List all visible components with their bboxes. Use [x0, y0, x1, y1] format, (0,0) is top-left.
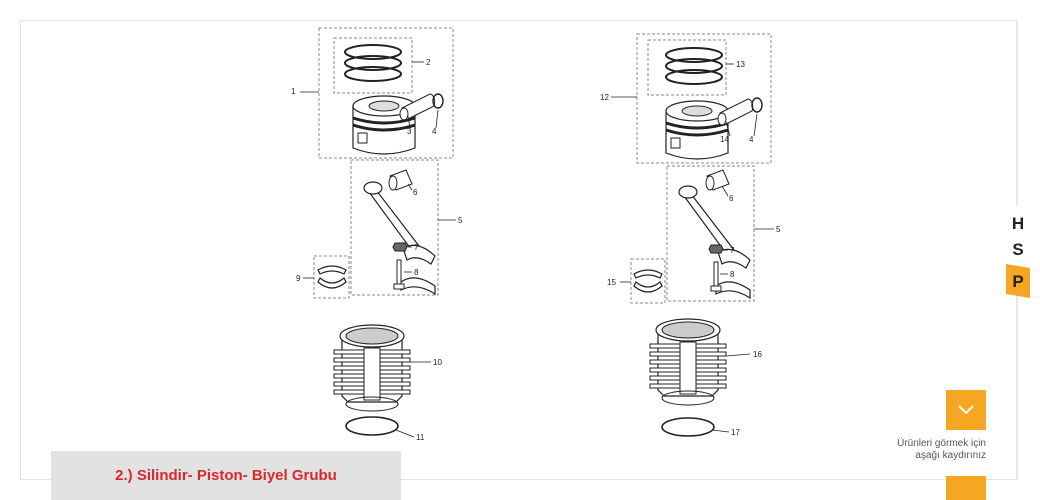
callout-5: 5	[458, 216, 463, 225]
callout-1: 1	[291, 87, 296, 96]
callout-8-right: 8	[730, 270, 735, 279]
callout-5-right: 5	[776, 225, 781, 234]
hsp-letter-p: P	[1012, 272, 1023, 291]
chevron-down-icon	[958, 405, 974, 415]
callout-9: 9	[296, 274, 301, 283]
hsp-letter-s: S	[1012, 240, 1023, 259]
callout-16: 16	[753, 350, 762, 359]
scroll-indicator-bar	[946, 476, 986, 500]
callout-7: 7	[414, 243, 419, 252]
callout-4: 4	[432, 127, 437, 136]
callout-15: 15	[607, 278, 616, 287]
scroll-hint-line1: Ürünleri görmek için	[897, 438, 986, 449]
callout-6-right: 6	[729, 194, 734, 203]
callout-12: 12	[600, 93, 609, 102]
hsp-letter-h: H	[1012, 214, 1024, 233]
scroll-hint-line2: aşağı kaydırınız	[915, 450, 986, 461]
section-title-box: 2.) Silindir- Piston- Biyel Grubu	[51, 451, 401, 500]
scroll-hint: Ürünleri görmek için aşağı kaydırınız	[846, 438, 986, 462]
callout-10: 10	[433, 358, 442, 367]
callout-2: 2	[426, 58, 431, 67]
scroll-down-button[interactable]	[946, 390, 986, 430]
callout-7-right: 7	[730, 246, 735, 255]
callout-14: 14	[720, 135, 729, 144]
section-title: 2.) Silindir- Piston- Biyel Grubu	[115, 467, 337, 484]
callout-4-right: 4	[749, 135, 754, 144]
callout-6: 6	[413, 188, 418, 197]
left-assembly: 1 2 3 4 6 5 7 8 9 10 11	[291, 27, 463, 442]
callout-3: 3	[407, 127, 412, 136]
hsp-logo[interactable]: H S P	[1006, 204, 1030, 298]
right-assembly: 12 13 14 4 6 5 7 8 15 16 17	[600, 33, 781, 437]
content-frame	[20, 20, 1017, 480]
callout-11: 11	[416, 433, 425, 442]
callout-13: 13	[736, 60, 745, 69]
callout-17: 17	[731, 428, 740, 437]
callout-8: 8	[414, 268, 419, 277]
